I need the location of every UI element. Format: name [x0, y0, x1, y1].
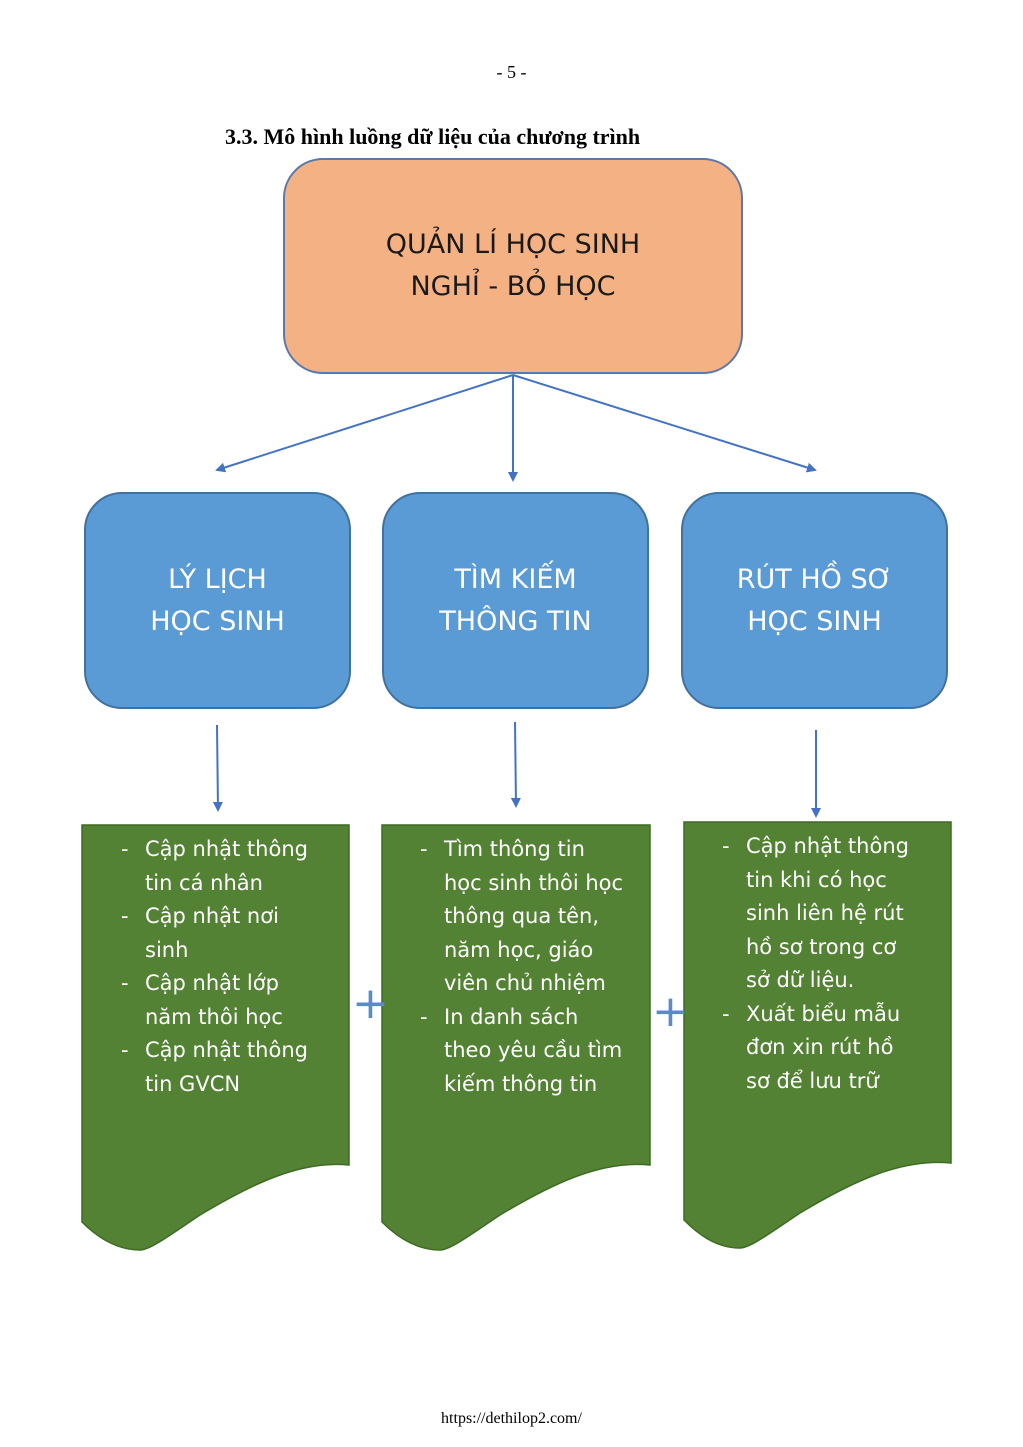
module-label-line-1: TÌM KIẾM: [454, 563, 577, 595]
module-label-line-1: LÝ LỊCH: [168, 563, 267, 595]
page-number: - 5 -: [496, 62, 527, 82]
section-heading: 3.3. Mô hình luồng dữ liệu của chương tr…: [225, 124, 641, 149]
root-process-box: QUẢN LÍ HỌC SINH NGHỈ - BỎ HỌC: [283, 158, 743, 374]
module-box-withdraw-records: RÚT HỒ SƠ HỌC SINH: [681, 492, 948, 709]
footer-url: https://dethilop2.com/: [441, 1410, 582, 1427]
arrow-root-to-module-1: [215, 374, 514, 473]
arrow-root-to-module-3: [512, 374, 817, 473]
arrow-module-1-to-detail: [212, 724, 223, 812]
plus-connector-1: +: [352, 978, 389, 1029]
module-label-line-2: THÔNG TIN: [439, 605, 592, 637]
module-box-student-record: LÝ LỊCH HỌC SINH: [84, 492, 351, 709]
root-title-line-1: QUẢN LÍ HỌC SINH: [385, 229, 641, 260]
arrow-module-2-to-detail: [510, 721, 521, 808]
module-box-search: TÌM KIẾM THÔNG TIN: [382, 492, 649, 709]
module-label-line-2: HỌC SINH: [150, 605, 285, 637]
module-label-line-2: HỌC SINH: [747, 605, 882, 637]
module-label-line-1: RÚT HỒ SƠ: [736, 563, 893, 595]
plus-connector-2: +: [652, 986, 689, 1037]
root-title-line-2: NGHỈ - BỎ HỌC: [410, 271, 616, 302]
